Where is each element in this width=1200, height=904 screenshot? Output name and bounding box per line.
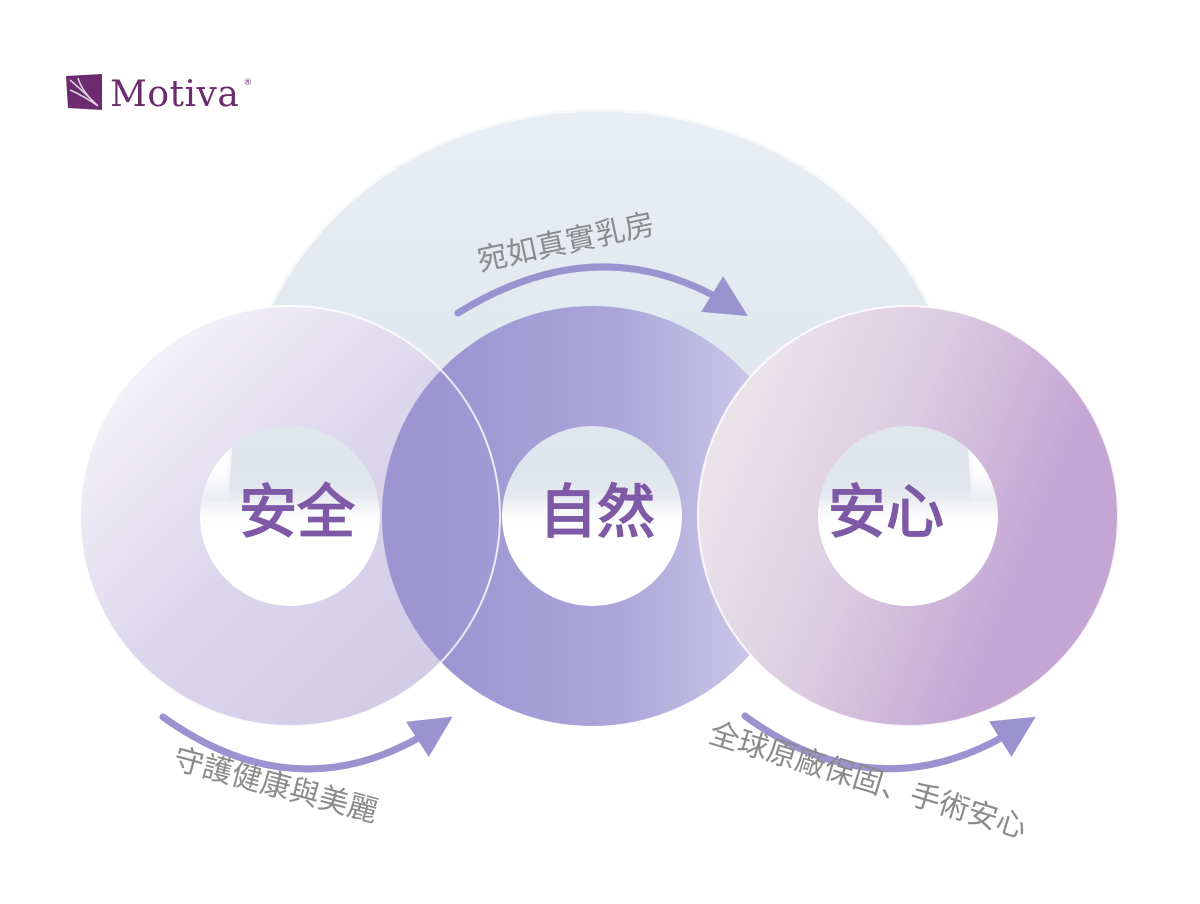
caption-bottom-right: 全球原廠保固、手術安心: [705, 716, 1031, 846]
bottom-left-arrow: [159, 713, 453, 773]
floor-reflection: [100, 470, 1100, 530]
ring-left-outline: [79, 305, 501, 727]
caption-bottom-left: 守護健康與美麗: [170, 742, 382, 830]
brand-name: Motiva: [110, 73, 240, 115]
ring-right: [698, 306, 1118, 726]
top-arrow: [454, 263, 748, 317]
registered-mark: ®: [243, 78, 253, 88]
pillar-label-left: 安全: [239, 478, 356, 546]
pillar-label-right: 安心: [828, 478, 944, 546]
brand-logo: Motiva ®: [62, 70, 252, 118]
dome-shape: [226, 108, 974, 502]
ring-right-outline: [697, 305, 1119, 727]
bottom-right-arrow: [741, 712, 1036, 773]
leaf-emblem-icon: [62, 70, 106, 118]
pillar-label-center: 自然: [539, 478, 655, 546]
